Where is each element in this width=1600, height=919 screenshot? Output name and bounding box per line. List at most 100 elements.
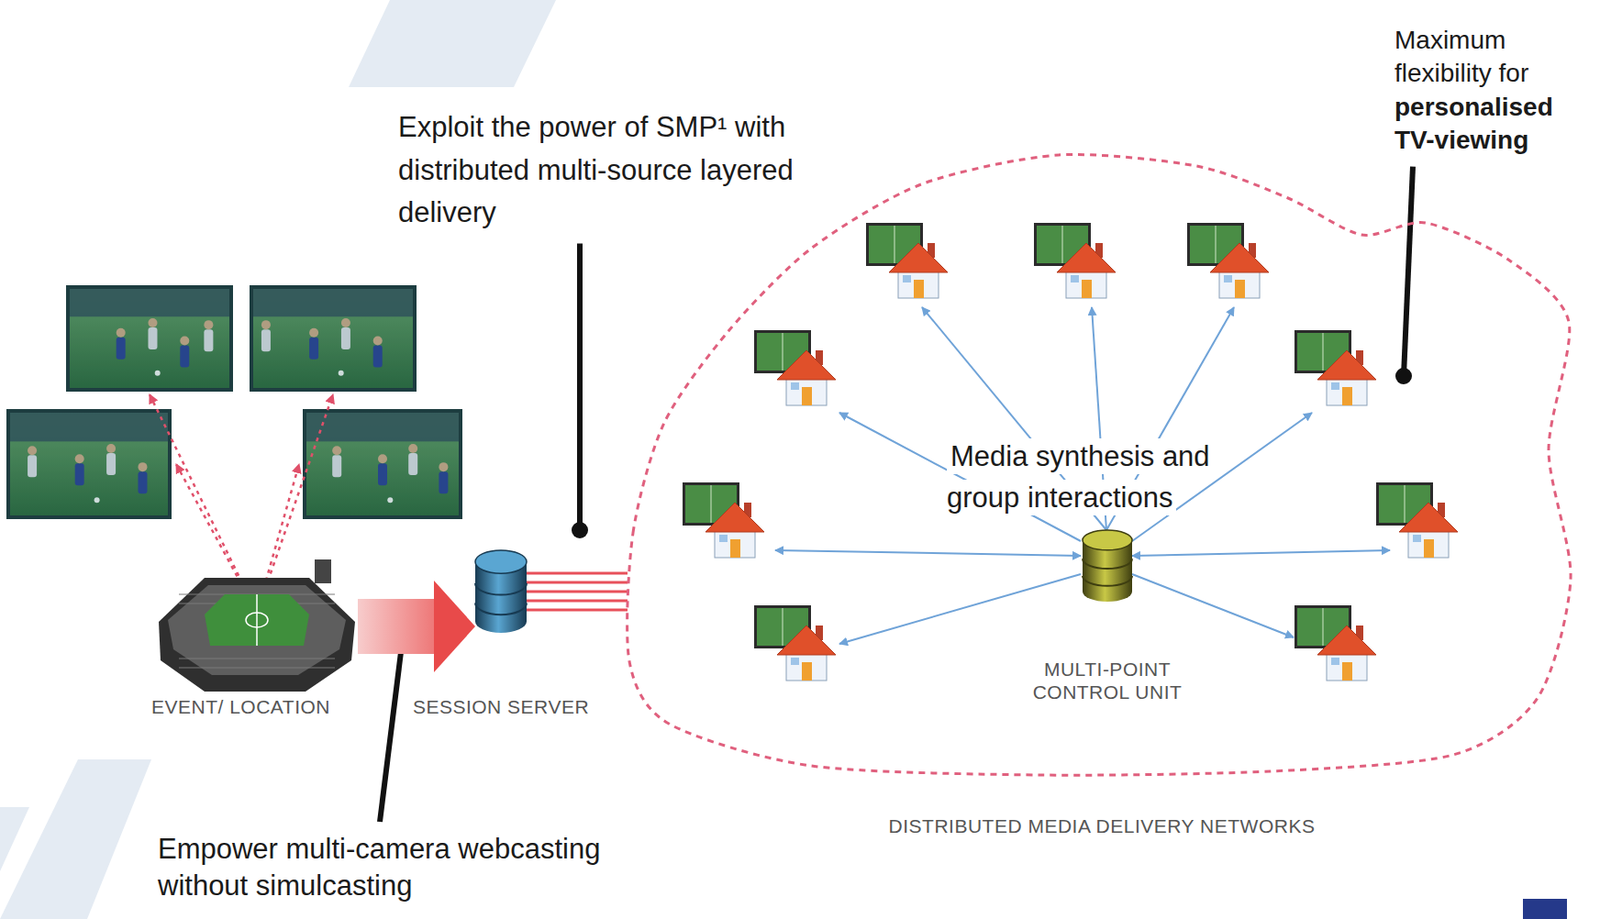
watermark-shape bbox=[348, 0, 556, 88]
tv-line bbox=[782, 333, 784, 371]
cloud-outline bbox=[627, 154, 1571, 776]
watermark-shape bbox=[0, 807, 30, 872]
stream-arrow bbox=[775, 550, 1081, 556]
house-door bbox=[1342, 387, 1353, 406]
layered-stream-line bbox=[526, 581, 628, 585]
house-roof bbox=[777, 625, 836, 656]
home-viewer bbox=[1033, 222, 1116, 299]
house-window bbox=[1331, 382, 1340, 390]
delivery-arrow bbox=[357, 599, 434, 655]
house-door bbox=[913, 279, 924, 299]
home-viewer bbox=[866, 222, 948, 299]
leader-line bbox=[379, 637, 403, 823]
home-viewer bbox=[682, 482, 765, 558]
screen-pitch bbox=[10, 412, 168, 516]
house-roof bbox=[888, 243, 948, 273]
database-band bbox=[1082, 558, 1133, 569]
database-band bbox=[475, 603, 527, 616]
house-window bbox=[1223, 275, 1233, 283]
stadium-base bbox=[158, 577, 356, 692]
session-server: SESSION SERVER bbox=[475, 550, 527, 634]
watermark-shape bbox=[0, 759, 152, 919]
screen-tint bbox=[306, 412, 459, 516]
home-viewer bbox=[1376, 482, 1458, 558]
callout-group: Maximum flexibility forpersonalised TV-v… bbox=[1394, 23, 1583, 158]
node-label: SESSION SERVER bbox=[412, 695, 589, 719]
database-band bbox=[1082, 576, 1133, 587]
home-viewer bbox=[754, 605, 836, 681]
tv-line bbox=[1322, 608, 1324, 646]
pitch-circle bbox=[245, 612, 268, 628]
leader-line bbox=[1403, 166, 1413, 377]
connector-group bbox=[357, 626, 434, 628]
layered-stream-line bbox=[526, 572, 628, 576]
house-roof bbox=[777, 350, 836, 380]
node-label: MULTI-POINT CONTROL UNIT bbox=[1001, 657, 1213, 704]
stream-arrow bbox=[839, 574, 1081, 645]
tv-line bbox=[1404, 485, 1406, 523]
house-door bbox=[730, 539, 741, 558]
house-window bbox=[902, 275, 912, 283]
screen-pitch bbox=[69, 288, 230, 389]
house-door bbox=[1234, 279, 1245, 299]
stand-row bbox=[178, 658, 335, 660]
house-door bbox=[1081, 279, 1092, 299]
tv-line bbox=[711, 485, 712, 523]
callout-text: Media synthesis and group interactions bbox=[946, 438, 1211, 516]
camera-view bbox=[249, 285, 417, 392]
house-roof bbox=[1056, 243, 1116, 273]
house-roof bbox=[705, 502, 765, 533]
callout-group: Empower multi-camera webcasting without … bbox=[157, 831, 617, 904]
database-top bbox=[1082, 530, 1133, 551]
corner-logo bbox=[1522, 899, 1567, 919]
screen-pitch bbox=[253, 288, 413, 389]
tv-line bbox=[894, 225, 896, 264]
layered-stream-line bbox=[526, 590, 628, 594]
tv-line bbox=[1062, 225, 1064, 264]
camera-view bbox=[302, 409, 463, 520]
house-roof bbox=[1210, 243, 1269, 273]
stadium-tower bbox=[314, 559, 332, 584]
callout-text: Empower multi-camera webcasting without … bbox=[157, 831, 617, 904]
house-window bbox=[1331, 657, 1340, 666]
connector-group bbox=[526, 573, 628, 611]
home-viewer bbox=[1187, 222, 1269, 299]
leader-line bbox=[577, 244, 583, 532]
tv-line bbox=[1215, 225, 1217, 264]
house-door bbox=[1423, 539, 1434, 558]
event-location: EVENT/ LOCATION bbox=[151, 557, 358, 696]
stand-row bbox=[178, 667, 335, 669]
camera-view bbox=[6, 409, 172, 520]
stream-arrow bbox=[1132, 550, 1390, 556]
screen-frame bbox=[66, 285, 234, 392]
screen-pitch bbox=[306, 412, 459, 516]
home-viewer bbox=[1294, 330, 1377, 406]
house-window bbox=[790, 657, 800, 666]
node-shape bbox=[1082, 530, 1133, 602]
screen-tint bbox=[10, 412, 168, 516]
leader-dot bbox=[571, 522, 589, 539]
multi-point-control-unit: MULTI-POINT CONTROL UNIT bbox=[1082, 530, 1133, 602]
tv-line bbox=[1322, 333, 1324, 371]
stadium-pitch bbox=[204, 594, 310, 646]
stadium-stands bbox=[167, 585, 346, 676]
home-viewer bbox=[1294, 605, 1377, 681]
layered-stream-line bbox=[526, 600, 628, 603]
layered-stream-line bbox=[526, 609, 628, 612]
screen-tint bbox=[253, 288, 413, 389]
house-window bbox=[1412, 534, 1422, 543]
screen-tint bbox=[69, 288, 230, 389]
tv-line bbox=[782, 608, 784, 646]
house-roof bbox=[1317, 350, 1377, 380]
leader-dot bbox=[1395, 367, 1412, 385]
callout-group: Media synthesis and group interactions bbox=[946, 436, 1268, 520]
home-viewer bbox=[754, 330, 836, 406]
stream-arrow bbox=[1132, 574, 1294, 638]
house-roof bbox=[1399, 502, 1458, 533]
database-band bbox=[475, 583, 527, 596]
callout-text: personalised TV-viewing bbox=[1394, 90, 1583, 158]
screen-frame bbox=[302, 409, 463, 520]
node-label: EVENT/ LOCATION bbox=[151, 695, 331, 719]
